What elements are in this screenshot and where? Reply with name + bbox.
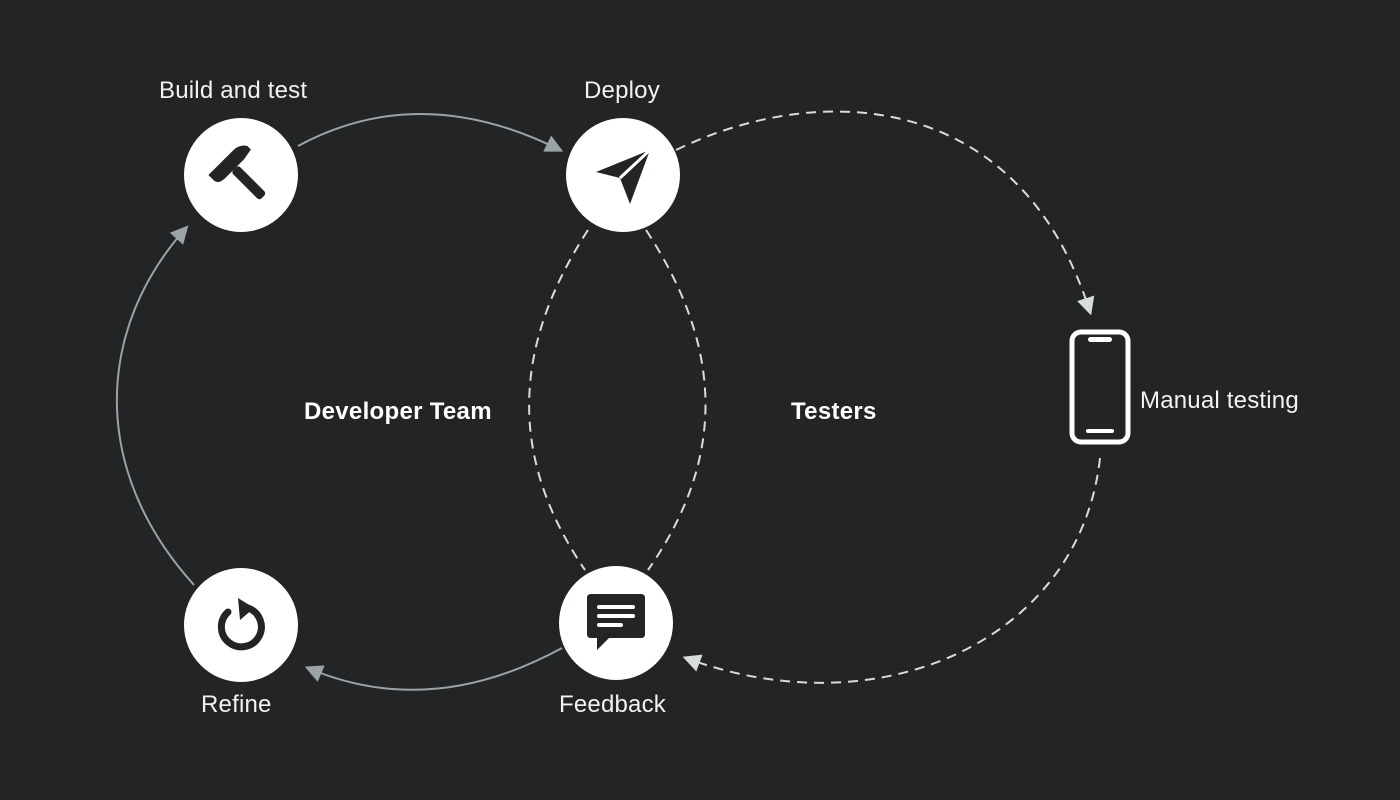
build-and-test-node[interactable] xyxy=(184,118,298,232)
smartphone-icon[interactable] xyxy=(1068,328,1132,446)
feedback-node[interactable] xyxy=(559,566,673,680)
build-and-test-label: Build and test xyxy=(159,77,308,104)
arrow-deploy-to-manual-testing xyxy=(675,110,1095,316)
paper-plane-icon xyxy=(596,148,652,204)
lens-left-dashed xyxy=(528,229,589,571)
feedback-label: Feedback xyxy=(559,691,666,718)
lens-right-dashed xyxy=(645,229,707,571)
testers-label: Testers xyxy=(791,398,877,425)
arrow-build-to-deploy xyxy=(297,113,564,152)
deploy-node[interactable] xyxy=(566,118,680,232)
chat-bubble-icon xyxy=(587,594,645,650)
arrow-feedback-to-refine xyxy=(304,647,563,691)
hammer-icon xyxy=(208,145,266,200)
refresh-arrow-icon xyxy=(217,598,265,651)
developer-team-label: Developer Team xyxy=(304,398,492,425)
refine-node[interactable] xyxy=(184,568,298,682)
manual-testing-label: Manual testing xyxy=(1140,387,1299,414)
refine-label: Refine xyxy=(201,691,272,718)
arrow-manual-testing-to-feedback xyxy=(682,457,1101,684)
deploy-label: Deploy xyxy=(584,77,660,104)
arrow-refine-to-build xyxy=(115,225,195,586)
